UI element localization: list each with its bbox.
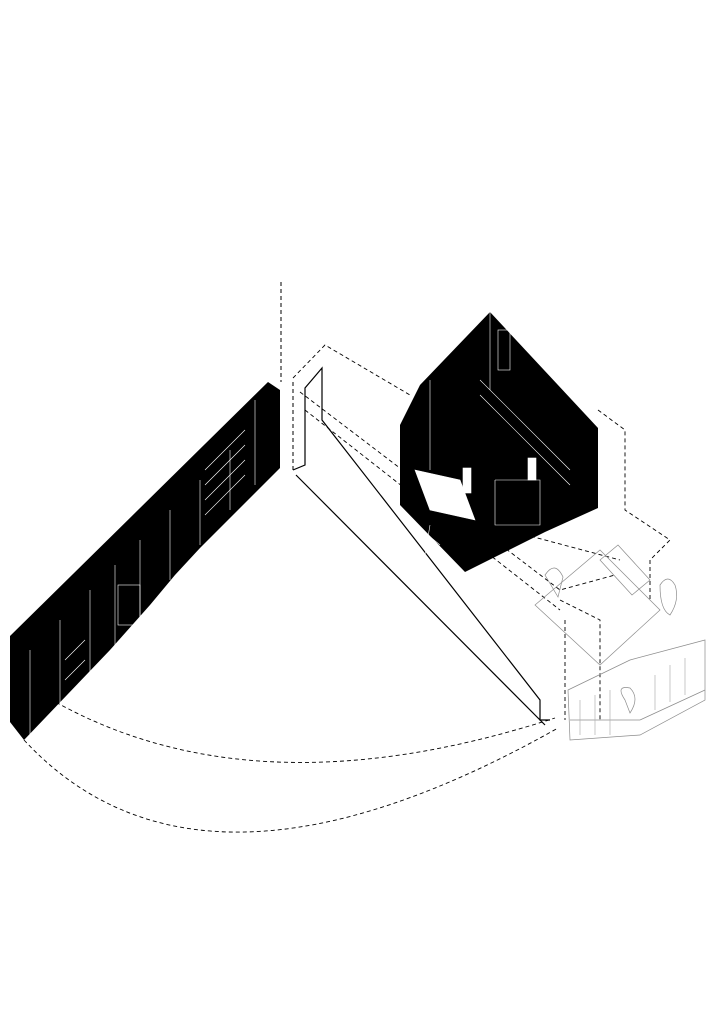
cabinet-wall [10, 382, 280, 740]
wall-outline [292, 366, 550, 726]
kitchen-block [400, 312, 601, 572]
dining-area [534, 544, 706, 741]
outer-arc [23, 727, 559, 833]
inner-arc [31, 687, 556, 763]
